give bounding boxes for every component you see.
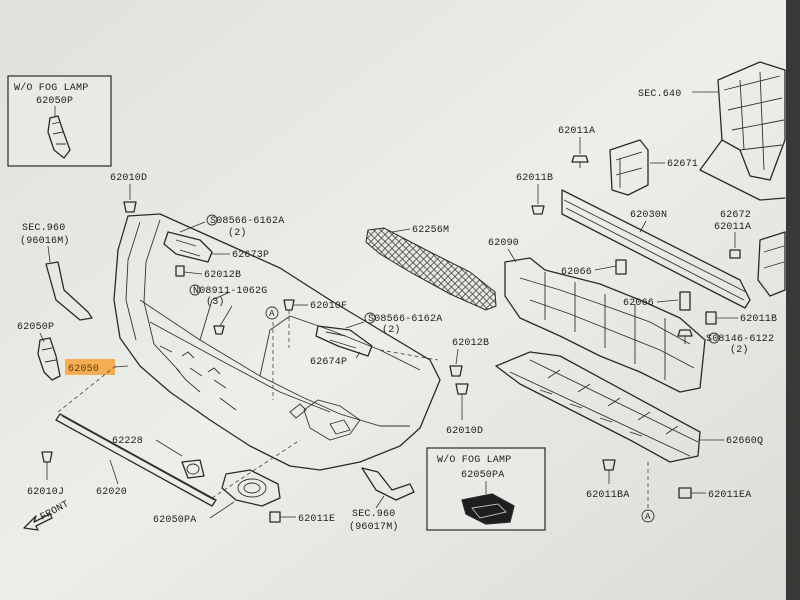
- radiator-core-support: SEC.640: [638, 61, 786, 201]
- label-s08566-top: S08566-6162A: [210, 216, 284, 227]
- ref-circle-a-right: [641, 509, 655, 523]
- label-62674P: 62674P: [310, 357, 347, 368]
- clip-62010D-mid: [455, 383, 469, 395]
- clip-62010J: [41, 451, 53, 463]
- label-62256M: 62256M: [412, 225, 449, 236]
- label-sec640: SEC.640: [638, 89, 681, 100]
- grommet-62228: [181, 459, 205, 479]
- inset-left-title: W/O FOG LAMP: [14, 82, 88, 94]
- label-62011B-right: 62011B: [740, 314, 777, 325]
- label-62010J: 62010J: [27, 487, 64, 498]
- inset-right-title: W/O FOG LAMP: [437, 454, 511, 466]
- label-sec960-right: SEC.960: [352, 509, 395, 520]
- ref-a-right: A: [645, 512, 651, 522]
- clip-62066-a: [615, 259, 627, 275]
- label-62050-highlight: 62050: [68, 364, 99, 375]
- clip-62011B-top: [531, 205, 545, 215]
- bolt-62011BA: [602, 459, 616, 484]
- label-62090: 62090: [488, 238, 519, 249]
- label-62010F: 62010F: [310, 301, 347, 312]
- label-s08146: S08146-6122: [706, 334, 774, 345]
- label-sec960-left-sub: (96016M): [20, 235, 70, 247]
- bolt-62011A-top: [571, 155, 589, 168]
- bolt-62011EA: [678, 487, 706, 499]
- bracket-sec960-right: [361, 467, 415, 501]
- bolt-08146: [677, 329, 720, 344]
- label-62011BA: 62011BA: [586, 490, 629, 501]
- label-62671: 62671: [667, 159, 698, 170]
- label-62660Q: 62660Q: [726, 436, 763, 447]
- bumper-fascia: [113, 213, 441, 471]
- label-n08911: N08911-1062G: [193, 286, 267, 297]
- label-s08566-mid-qty: (2): [382, 324, 401, 336]
- label-sec960-right-sub: (96017M): [349, 521, 399, 533]
- label-sec960-left: SEC.960: [22, 223, 65, 234]
- clip-62066-b: [679, 291, 691, 311]
- clip-62012B-left: [175, 265, 185, 277]
- highlight-62050: [65, 359, 115, 375]
- label-62012B-right: 62012B: [452, 338, 489, 349]
- inset-fog-lamp-left: W/O FOG LAMP 62050P: [7, 75, 112, 167]
- label-62050P-left: 62050P: [17, 322, 54, 333]
- label-62066-a: 62066: [561, 267, 592, 278]
- label-s08146-qty: (2): [730, 344, 749, 356]
- label-n08911-qty: (3): [206, 296, 225, 308]
- clip-62010F: [283, 299, 295, 311]
- bumper-reinforcement-62030N: [561, 189, 751, 309]
- inset-right-part: 62050PA: [461, 470, 504, 481]
- label-62020: 62020: [96, 487, 127, 498]
- label-62011A-mid: 62011A: [714, 222, 751, 233]
- label-62011EA: 62011EA: [708, 490, 751, 501]
- bracket-sec960-left: [45, 261, 93, 321]
- undercover-62660Q: [495, 351, 701, 463]
- bracket-62674P: [315, 325, 373, 357]
- label-62011A-top: 62011A: [558, 126, 595, 137]
- label-62012B-left: 62012B: [204, 270, 241, 281]
- fog-cover-62050PA: [221, 469, 281, 507]
- front-arrow-icon: [23, 513, 53, 531]
- ref-circle-a-left: [265, 306, 279, 320]
- inset-left-part: 62050P: [36, 96, 73, 107]
- screw-08911: [213, 325, 225, 335]
- label-62030N: 62030N: [630, 210, 667, 221]
- bracket-62671: [609, 139, 649, 196]
- clip-62010D-top: [123, 201, 137, 213]
- clip-62011B-right: [705, 311, 717, 325]
- ref-a-left: A: [269, 309, 275, 319]
- grille-62256M: [365, 227, 497, 311]
- label-62011E: 62011E: [298, 514, 335, 525]
- bracket-62673P: [163, 231, 213, 263]
- label-62228: 62228: [112, 436, 143, 447]
- label-62673P: 62673P: [232, 250, 269, 261]
- energy-absorber-62090: [504, 257, 706, 393]
- label-62010D-top: 62010D: [110, 173, 147, 184]
- label-62050PA: 62050PA: [153, 515, 196, 526]
- label-62011B-top: 62011B: [516, 173, 553, 184]
- label-62672: 62672: [720, 210, 751, 221]
- monitor-bezel-right: [786, 0, 800, 600]
- fog-cover-62050P-left: [37, 337, 61, 381]
- label-62010D-mid: 62010D: [446, 426, 483, 437]
- molding-62020: [55, 413, 217, 507]
- label-s08566-top-qty: (2): [228, 227, 247, 239]
- clip-62012B-right: [449, 365, 463, 377]
- label-s08566-mid: S08566-6162A: [368, 314, 442, 325]
- bolt-62011E: [269, 511, 281, 523]
- label-62066-b: 62066: [623, 298, 654, 309]
- inset-fog-lamp-right: W/O FOG LAMP 62050PA: [426, 447, 546, 531]
- bracket-62672: [729, 231, 786, 297]
